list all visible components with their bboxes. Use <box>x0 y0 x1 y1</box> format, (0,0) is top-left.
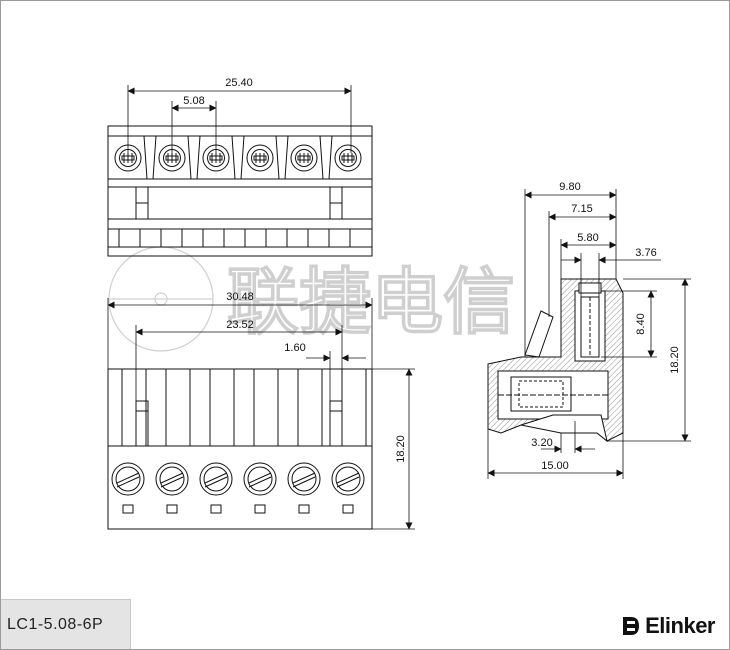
front-hole <box>155 462 189 514</box>
dim-pitch: 5.08 <box>183 95 204 107</box>
front-view <box>107 368 373 530</box>
brand-icon <box>623 617 640 635</box>
top-screw <box>158 144 186 172</box>
dimensions-side <box>487 189 691 479</box>
front-hole <box>331 462 365 514</box>
watermark-text: 联捷电信 <box>227 260 515 344</box>
dim-side-base: 3.20 <box>531 437 552 449</box>
dim-front-height: 18.20 <box>395 435 407 463</box>
dim-side-height: 18.20 <box>669 346 681 374</box>
dimensions-front <box>107 298 415 530</box>
front-hole <box>243 462 277 514</box>
watermark: 联捷电信 <box>108 246 516 352</box>
dim-side-length: 15.00 <box>541 460 569 472</box>
front-hole <box>199 462 233 514</box>
side-view <box>487 278 624 443</box>
top-notch <box>275 135 289 180</box>
part-number-label: LC1-5.08-6P <box>1 599 131 649</box>
dim-top-width: 25.40 <box>225 77 253 89</box>
top-notch <box>187 135 201 180</box>
dim-pin-span: 23.52 <box>226 319 254 331</box>
front-hole <box>111 462 145 514</box>
top-notch <box>231 135 245 180</box>
top-notch <box>143 135 157 180</box>
top-notch <box>319 135 333 180</box>
brand-logo: Elinker <box>621 613 715 639</box>
dim-side-depth-a: 7.15 <box>571 203 592 215</box>
brand-name: Elinker <box>645 613 715 638</box>
dim-side-tip: 3.76 <box>635 247 656 259</box>
top-screw <box>334 144 362 172</box>
dim-side-width: 9.80 <box>559 181 580 193</box>
top-screw <box>290 144 318 172</box>
top-screw <box>246 144 274 172</box>
dim-side-depth-b: 5.80 <box>577 232 598 244</box>
front-hole <box>287 462 321 514</box>
top-view <box>107 125 373 257</box>
dim-front-width: 30.48 <box>226 291 254 303</box>
dim-pin-width: 1.60 <box>284 342 305 354</box>
dimensions-top <box>127 85 352 153</box>
dim-side-screw-height: 8.40 <box>635 313 647 334</box>
